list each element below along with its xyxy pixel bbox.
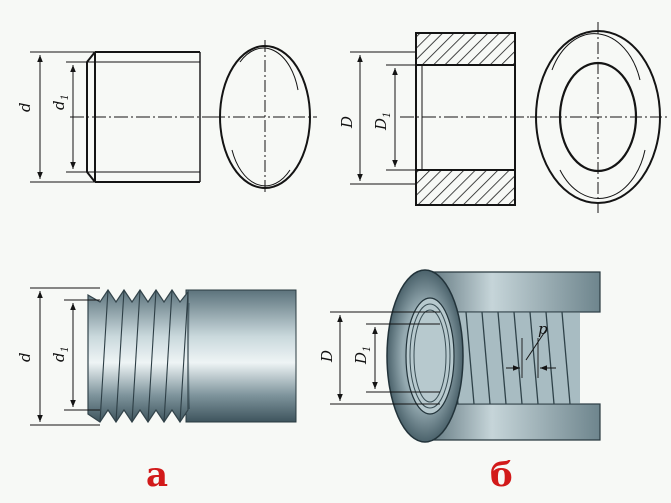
- top-left-bolt-view: [30, 51, 215, 183]
- label-d1-top: d1: [50, 94, 71, 110]
- top-left-end-view: [213, 40, 317, 195]
- label-D1-bottom: D1: [352, 346, 373, 365]
- bottom-right-nut-cutaway: [330, 269, 601, 443]
- caption-b: б: [490, 455, 513, 495]
- label-D1-top: D1: [372, 112, 393, 131]
- label-D-top: D: [338, 116, 356, 129]
- label-d1-bottom: d1: [50, 346, 71, 362]
- caption-a: а: [146, 455, 169, 495]
- bottom-left-threaded-rod: [30, 287, 297, 426]
- label-d-top: d: [16, 102, 34, 112]
- label-D-bottom: D: [318, 350, 336, 363]
- top-right-end-view: [530, 22, 668, 213]
- label-d-bottom: d: [16, 352, 34, 362]
- label-pitch: p: [538, 320, 548, 338]
- top-right-nut-section: [350, 32, 530, 206]
